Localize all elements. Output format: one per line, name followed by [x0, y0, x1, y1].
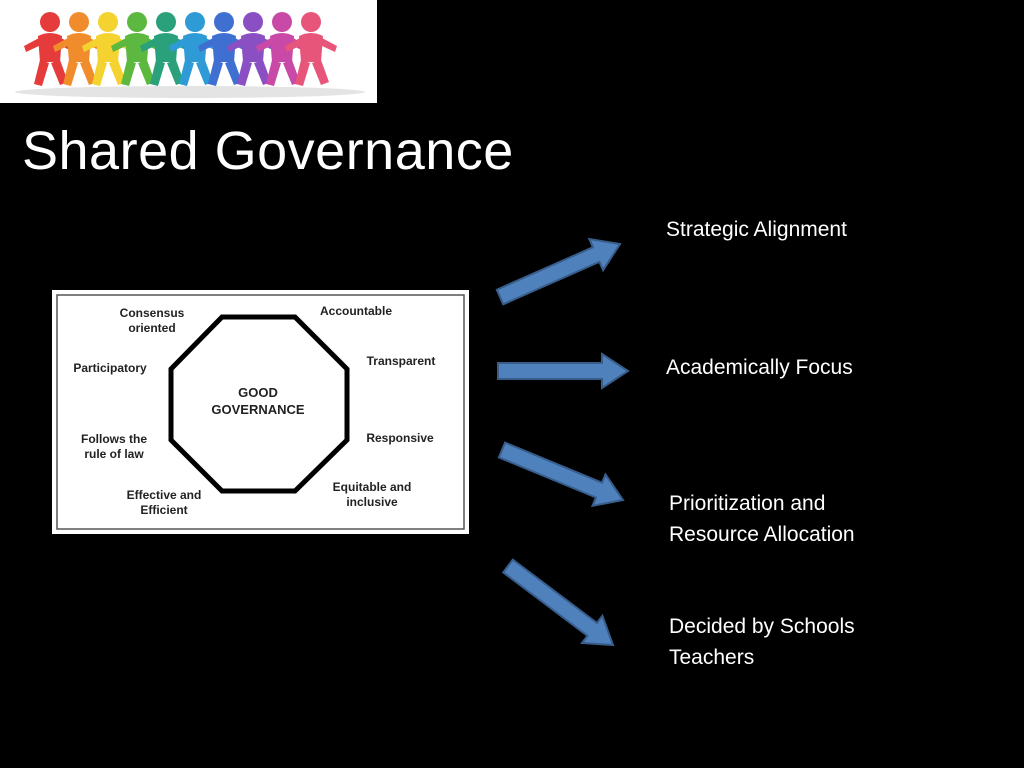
arrow-icon — [497, 352, 630, 390]
characteristic-label: Transparent — [367, 354, 436, 368]
characteristic-label: Equitable and — [333, 480, 412, 494]
characteristic-label: Responsive — [366, 431, 434, 445]
characteristic-label: Follows the — [81, 432, 147, 446]
arrow-icon — [501, 558, 615, 647]
outcome-line: Prioritization and — [669, 492, 826, 515]
outcome-line: Teachers — [669, 646, 755, 669]
figure-icon — [285, 12, 337, 86]
octagon-shape — [168, 314, 350, 494]
center-label-line: GOOD — [238, 385, 278, 400]
characteristic-label: oriented — [128, 321, 175, 335]
figure-icon — [111, 12, 163, 86]
slide-title: Shared Governance — [22, 121, 514, 181]
outcome-prioritization: Prioritization and Resource Allocation — [669, 488, 855, 550]
characteristic-label: inclusive — [346, 495, 398, 509]
center-label-line: GOVERNANCE — [211, 402, 305, 417]
characteristic-label: Consensus — [120, 306, 185, 320]
characteristic-label: rule of law — [84, 447, 144, 461]
outcome-strategic-alignment: Strategic Alignment — [666, 214, 847, 245]
characteristic-label: Efficient — [140, 503, 187, 517]
outcome-decided-by-schools: Decided by Schools Teachers — [669, 611, 855, 673]
arrow-icon — [495, 237, 622, 306]
characteristic-label: Effective and — [127, 488, 202, 502]
characteristic-label: Accountable — [320, 304, 392, 318]
characteristic-label: Participatory — [73, 361, 147, 375]
outcome-line: Strategic Alignment — [666, 218, 847, 241]
outcome-academically-focus: Academically Focus — [666, 352, 853, 383]
people-chain-logo — [0, 0, 377, 103]
outcome-line: Decided by Schools — [669, 615, 855, 638]
outcome-line: Resource Allocation — [669, 523, 855, 546]
logo-shadow — [15, 86, 365, 98]
arrow-icon — [497, 441, 625, 508]
outcome-line: Academically Focus — [666, 356, 853, 379]
diagram-center-label: GOOD GOVERNANCE — [211, 385, 305, 417]
people-chain-icon — [15, 12, 365, 98]
